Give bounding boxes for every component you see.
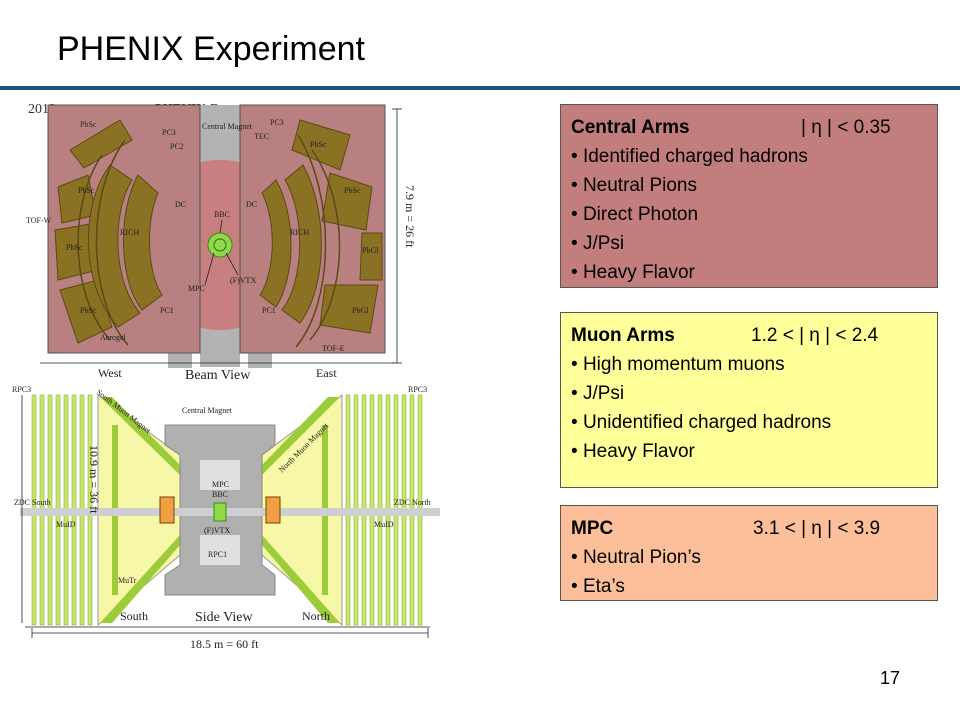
svg-text:RICH: RICH	[290, 228, 309, 237]
north-magnet-top	[262, 397, 340, 475]
svg-text:DC: DC	[246, 200, 257, 209]
side-vtx	[213, 502, 227, 522]
side-view: RPC3 RPC3	[12, 385, 440, 651]
central-arms-name: Central Arms	[571, 117, 690, 138]
svg-text:PbSc: PbSc	[78, 186, 95, 195]
svg-text:ZDC North: ZDC North	[394, 498, 431, 507]
svg-text:MuTr: MuTr	[118, 576, 137, 585]
svg-text:PbSc: PbSc	[344, 186, 361, 195]
list-item: Neutral Pions	[571, 171, 927, 200]
svg-text:(F)VTX: (F)VTX	[204, 526, 230, 535]
title-underline	[0, 86, 960, 90]
svg-text:PC3: PC3	[162, 128, 176, 137]
svg-text:PC2: PC2	[170, 142, 184, 151]
svg-text:RPC1: RPC1	[208, 550, 227, 559]
south-mpc-box	[159, 496, 175, 524]
list-item: Eta’s	[571, 572, 927, 601]
south-magnet-top	[100, 397, 180, 475]
svg-text:PC1: PC1	[262, 306, 276, 315]
mpc-range: 3.1 < | η | < 3.9	[753, 518, 881, 539]
beam-east-label: East	[316, 366, 337, 380]
south-magnet-bottom	[100, 535, 180, 623]
side-rpc3-north-label: RPC3	[408, 385, 427, 394]
east-arm-lines	[295, 134, 341, 348]
beam-height-dimension	[392, 108, 402, 364]
list-item: Direct Photon	[571, 200, 927, 229]
side-detector-labels: Central Magnet MPC BBC (F)VTX RPC1 ZDC S…	[14, 387, 431, 585]
list-item: Neutral Pion’s	[571, 543, 927, 572]
central-arms-range: | η | < 0.35	[801, 117, 891, 138]
beam-detector-labels: PbSc PbSc PbSc PbSc PC3 PC2 DC RICH PC1 …	[26, 118, 379, 353]
svg-text:RICH: RICH	[120, 228, 139, 237]
phenix-detector-diagram: 2012 PHENIX Detector	[12, 102, 440, 651]
svg-text:TOF-W: TOF-W	[26, 216, 52, 225]
svg-text:MuID: MuID	[56, 520, 76, 529]
west-arm-lines	[77, 139, 129, 346]
side-south-label: South	[120, 609, 148, 623]
side-north-label: North	[302, 609, 330, 623]
side-magnet-inner-top	[200, 460, 240, 490]
side-length-label: 18.5 m = 60 ft	[190, 637, 259, 651]
north-magnet-bottom	[262, 535, 340, 623]
side-height-label: 10.9 m = 36 ft	[87, 445, 101, 514]
beam-pipe	[20, 508, 440, 516]
beam-leader-lines	[204, 219, 239, 286]
beam-west-label: West	[98, 366, 122, 380]
east-arm-detectors	[259, 119, 383, 334]
svg-text:BBC: BBC	[214, 210, 230, 219]
beam-view-label: Beam View	[185, 368, 251, 383]
page-number: 17	[880, 668, 901, 688]
bbc-vtx-target	[207, 232, 233, 258]
svg-text:PbSc: PbSc	[80, 120, 97, 129]
list-item: Identified charged hadrons	[571, 142, 927, 171]
list-item: High momentum muons	[571, 350, 927, 379]
svg-text:Central Magnet: Central Magnet	[182, 406, 233, 415]
svg-text:Aerogel: Aerogel	[100, 333, 127, 342]
svg-text:(F)VTX: (F)VTX	[230, 276, 256, 285]
side-magnet-inner-bottom	[200, 535, 240, 565]
svg-text:ZDC South: ZDC South	[14, 498, 51, 507]
vtx-ring	[213, 238, 227, 252]
list-item: J/Psi	[571, 229, 927, 258]
north-mpc-box	[265, 496, 281, 524]
side-rpc3-south-label: RPC3	[12, 385, 31, 394]
central-arms-list: Identified charged hadrons Neutral Pions…	[571, 142, 927, 287]
side-length-dimension	[31, 628, 429, 638]
side-view-label: Side View	[195, 610, 254, 625]
svg-text:PbSc: PbSc	[66, 243, 83, 252]
svg-text:BBC: BBC	[212, 490, 228, 499]
list-item: Heavy Flavor	[571, 258, 927, 287]
svg-text:TEC: TEC	[254, 132, 269, 141]
muon-arms-list: High momentum muons J/Psi Unidentified c…	[571, 350, 927, 466]
central-arms-box: Central Arms | η | < 0.35 Identified char…	[560, 104, 938, 288]
list-item: Unidentified charged hadrons	[571, 408, 927, 437]
svg-text:PbSc: PbSc	[80, 306, 97, 315]
svg-text:MPC: MPC	[188, 284, 205, 293]
svg-text:PC1: PC1	[160, 306, 174, 315]
west-arm-detectors	[54, 119, 163, 344]
beam-height-label: 7.9 m = 26 ft	[403, 185, 417, 248]
mpc-name: MPC	[571, 518, 614, 539]
list-item: J/Psi	[571, 379, 927, 408]
svg-text:Central Magnet: Central Magnet	[202, 122, 253, 131]
muon-arms-range: 1.2 < | η | < 2.4	[751, 325, 879, 346]
muon-arms-name: Muon Arms	[571, 325, 675, 346]
svg-text:DC: DC	[175, 200, 186, 209]
svg-text:TOF-E: TOF-E	[322, 344, 345, 353]
svg-text:MuID: MuID	[374, 520, 394, 529]
beam-view: 2012 PHENIX Detector	[26, 102, 417, 383]
list-item: Heavy Flavor	[571, 437, 927, 466]
svg-text:MPC: MPC	[212, 480, 229, 489]
svg-text:PbGl: PbGl	[352, 306, 369, 315]
muon-arms-box: Muon Arms 1.2 < | η | < 2.4 High momentum…	[560, 312, 938, 488]
mpc-list: Neutral Pion’s Eta’s	[571, 543, 927, 601]
svg-text:PbGl: PbGl	[362, 246, 379, 255]
mpc-box: MPC 3.1 < | η | < 3.9 Neutral Pion’s Eta’…	[560, 505, 938, 601]
svg-text:PbSc: PbSc	[310, 140, 327, 149]
page-title: PHENIX Experiment	[57, 30, 365, 68]
svg-text:PC3: PC3	[270, 118, 284, 127]
